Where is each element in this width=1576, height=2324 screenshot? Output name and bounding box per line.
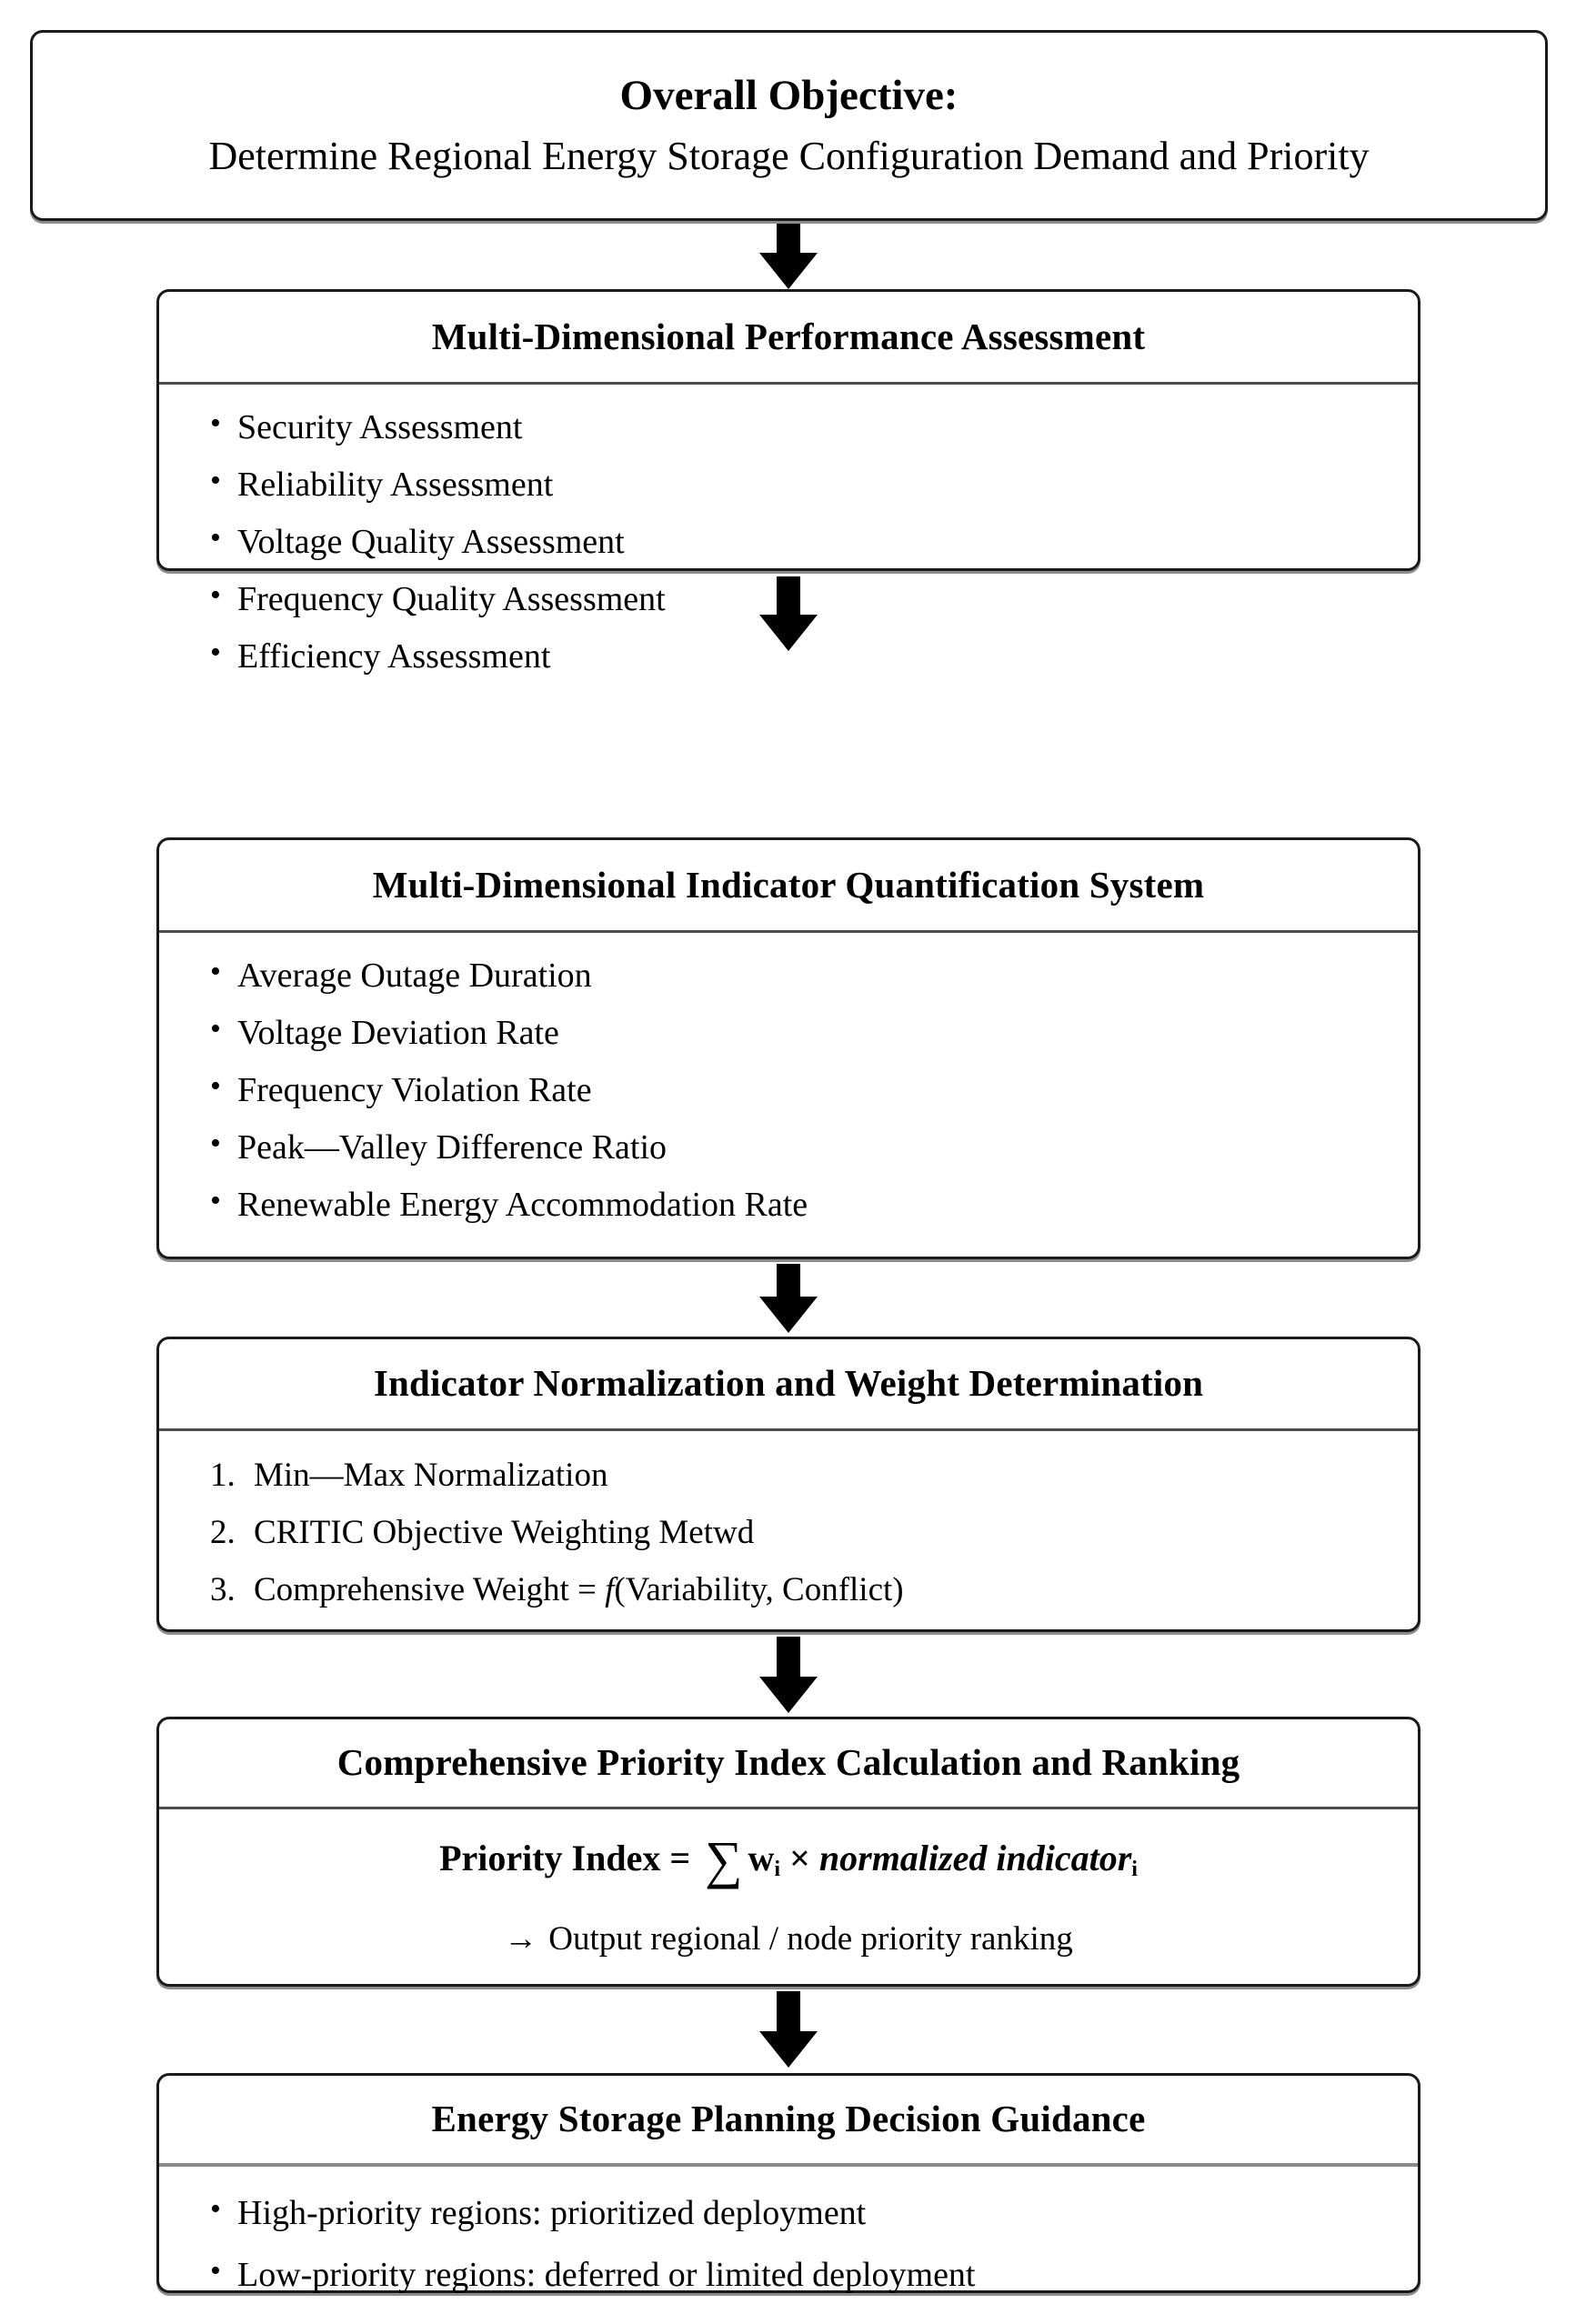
right-arrow-icon: → xyxy=(504,1919,538,1958)
node-priority-index: Comprehensive Priority Index Calculation… xyxy=(156,1717,1420,1987)
numbered-list-item: 1. Min—Max Normalization xyxy=(190,1458,1387,1492)
arrow-shaft xyxy=(776,576,800,615)
weights-list: 1. Min—Max Normalization 2. CRITIC Objecti… xyxy=(190,1458,1387,1607)
arrow-shaft xyxy=(776,1637,800,1677)
arrow-head-icon xyxy=(758,1297,818,1333)
weight-subscript: i xyxy=(774,1858,781,1881)
arrow-head-icon xyxy=(758,253,818,289)
guidance-list: High-priority regions: prioritized deplo… xyxy=(190,2194,1387,2292)
flow-arrow-down-5 xyxy=(758,1991,818,2068)
list-item: Reliability Assessment xyxy=(190,466,1387,502)
list-item: Peak—Valley Difference Ratio xyxy=(190,1128,1387,1165)
node-performance-assessment: Multi-Dimensional Performance Assessment… xyxy=(156,289,1420,674)
arrow-head-icon xyxy=(758,2031,818,2068)
performance-list: Security Assessment Reliability Assessme… xyxy=(190,408,1387,674)
performance-title: Multi-Dimensional Performance Assessment xyxy=(431,315,1146,357)
formula-lhs: Priority Index = xyxy=(439,1838,700,1878)
numbered-list-item: 2. CRITIC Objective Weighting Metwd xyxy=(190,1516,1387,1549)
indicators-body: Average Outage Duration Voltage Deviatio… xyxy=(159,933,1418,1254)
list-item: Average Outage Duration xyxy=(190,957,1387,993)
node-overall-objective: Overall Objective: Determine Regional En… xyxy=(30,30,1548,221)
priority-index-formula: Priority Index = ∑wi × normalized indica… xyxy=(190,1830,1387,1889)
item-text: CRITIC Objective Weighting Metwd xyxy=(254,1514,755,1551)
node-normalization-weighting: Indicator Normalization and Weight Deter… xyxy=(156,1337,1420,1632)
numbered-list-item: 3. Comprehensive Weight = f(Variability, … xyxy=(190,1573,1387,1607)
times-symbol: × xyxy=(780,1838,819,1878)
flow-arrow-down-3 xyxy=(758,1264,818,1333)
node-indicator-quantification: Multi-Dimensional Indicator Quantificati… xyxy=(156,837,1420,1259)
guidance-body: High-priority regions: prioritized deplo… xyxy=(159,2167,1418,2292)
list-item: Frequency Quality Assessment xyxy=(190,580,1387,616)
guidance-title: Energy Storage Planning Decision Guidanc… xyxy=(431,2098,1146,2140)
arrow-shaft xyxy=(776,224,800,253)
item-number: 2. xyxy=(210,1514,236,1551)
item-text-after: (Variability, Conflict) xyxy=(614,1571,904,1608)
header-divider xyxy=(159,382,1418,385)
weight-symbol: w xyxy=(748,1838,775,1878)
priority-output-text: Output regional / node priority ranking xyxy=(548,1919,1073,1958)
list-item: Security Assessment xyxy=(190,408,1387,445)
priority-title: Comprehensive Priority Index Calculation… xyxy=(336,1741,1240,1784)
priority-body: Priority Index = ∑wi × normalized indica… xyxy=(159,1809,1418,1958)
flow-arrow-down-4 xyxy=(758,1637,818,1713)
item-text: Min—Max Normalization xyxy=(254,1457,608,1494)
header-divider xyxy=(159,930,1418,933)
indicators-title: Multi-Dimensional Indicator Quantificati… xyxy=(372,863,1205,906)
performance-body: Security Assessment Reliability Assessme… xyxy=(159,385,1418,706)
term-subscript: i xyxy=(1131,1858,1138,1881)
arrow-head-icon xyxy=(758,1677,818,1713)
indicators-list: Average Outage Duration Voltage Deviatio… xyxy=(190,957,1387,1222)
arrow-shaft xyxy=(776,1991,800,2031)
item-number: 1. xyxy=(210,1457,236,1494)
objective-subtitle: Determine Regional Energy Storage Config… xyxy=(208,133,1370,178)
function-symbol: f xyxy=(605,1571,615,1608)
objective-title: Overall Objective: xyxy=(619,71,959,119)
arrow-shaft xyxy=(776,1264,800,1297)
priority-output-line: → Output regional / node priority ranking xyxy=(190,1919,1387,1958)
item-number: 3. xyxy=(210,1571,236,1608)
weights-title: Indicator Normalization and Weight Deter… xyxy=(373,1362,1204,1405)
summation-icon: ∑ xyxy=(705,1830,743,1889)
flow-arrow-down-2 xyxy=(758,576,818,651)
header-divider xyxy=(159,1428,1418,1431)
list-item: Voltage Quality Assessment xyxy=(190,523,1387,559)
list-item: Frequency Violation Rate xyxy=(190,1071,1387,1107)
list-item: Efficiency Assessment xyxy=(190,637,1387,674)
list-item: Low-priority regions: deferred or limite… xyxy=(190,2256,1387,2292)
item-text-before: Comprehensive Weight = xyxy=(254,1571,606,1608)
list-item: Renewable Energy Accommodation Rate xyxy=(190,1186,1387,1222)
flow-arrow-down-1 xyxy=(758,224,818,289)
list-item: Voltage Deviation Rate xyxy=(190,1014,1387,1050)
weights-body: 1. Min—Max Normalization 2. CRITIC Objecti… xyxy=(159,1431,1418,1607)
header-divider xyxy=(159,2163,1418,2167)
node-planning-guidance: Energy Storage Planning Decision Guidanc… xyxy=(156,2073,1420,2293)
header-divider xyxy=(159,1807,1418,1809)
normalized-indicator-term: normalized indicator xyxy=(818,1838,1132,1878)
arrow-head-icon xyxy=(758,615,818,651)
list-item: High-priority regions: prioritized deplo… xyxy=(190,2194,1387,2230)
